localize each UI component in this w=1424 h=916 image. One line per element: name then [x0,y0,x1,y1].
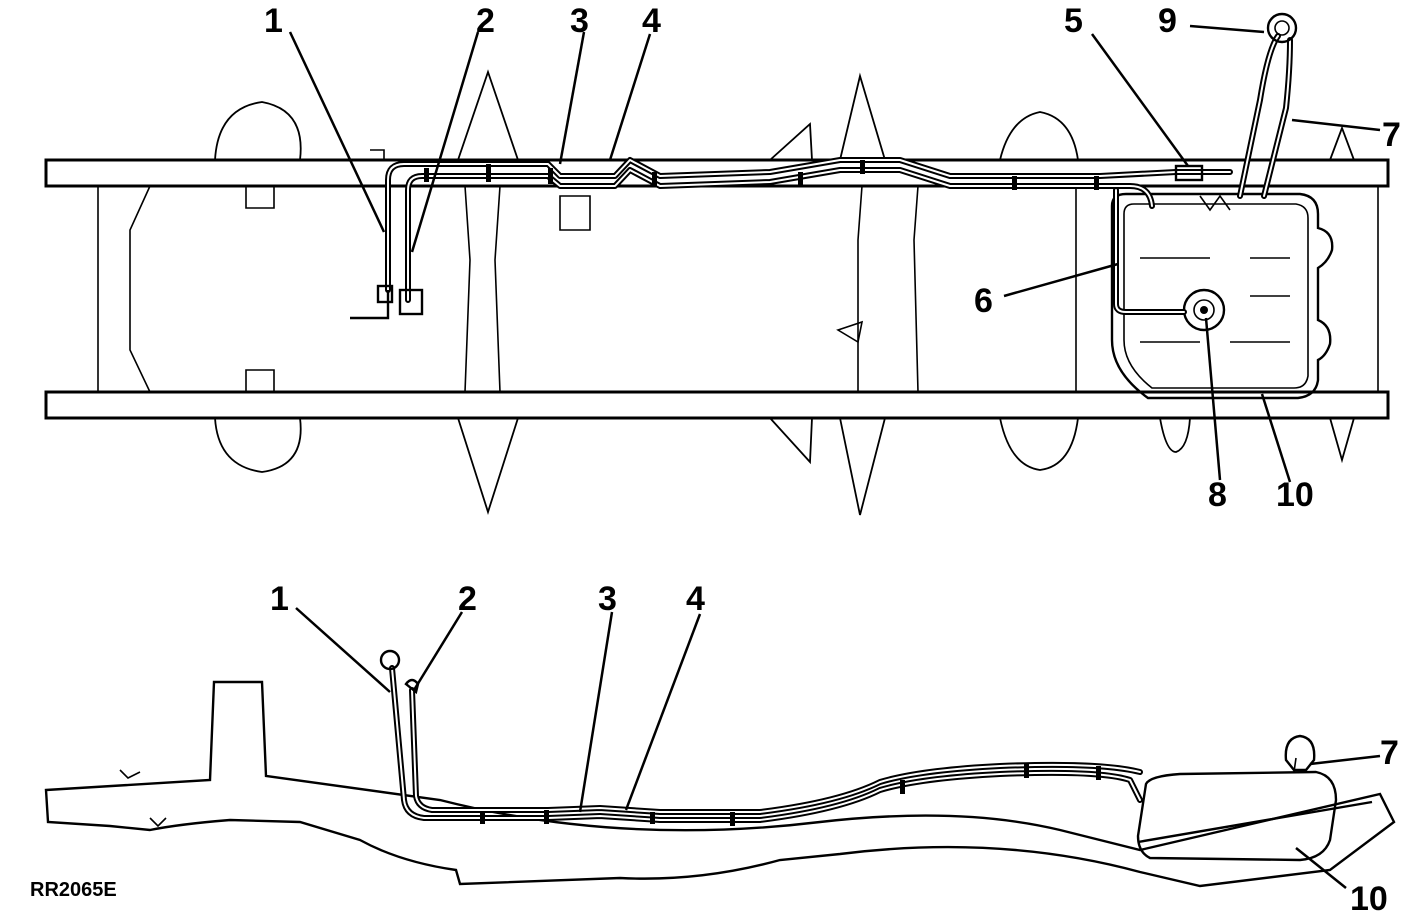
fuel-pipes-side [379,649,1143,826]
callout-9: 9 [1158,2,1177,40]
side-view-callouts: 1 2 3 4 7 10 [270,580,1399,916]
top-view-chassis [44,69,1390,516]
fuel-tank-top [1110,12,1334,400]
callout-1: 1 [264,2,283,40]
side-view-leaders [295,607,1381,889]
side-callout-1: 1 [270,580,289,618]
callout-10: 10 [1276,476,1314,514]
side-view-chassis [44,680,1396,888]
side-callout-10: 10 [1350,880,1388,916]
callout-7: 7 [1382,116,1401,154]
reference-code: RR2065E [30,879,117,901]
callout-2: 2 [476,2,495,40]
callout-3: 3 [570,2,589,40]
side-callout-2: 2 [458,580,477,618]
fuel-pipes-top [350,157,1233,320]
callout-8: 8 [1208,476,1227,514]
side-callout-4: 4 [686,580,705,618]
side-callout-3: 3 [598,580,617,618]
callout-5: 5 [1064,2,1083,40]
callout-4: 4 [642,2,661,40]
fuel-tank-side [1136,734,1373,862]
side-callout-7: 7 [1380,734,1399,772]
top-view-leaders [288,24,1381,483]
callout-6: 6 [974,282,993,320]
top-view-callouts: 1 2 3 4 5 6 7 8 9 10 [264,2,1401,514]
